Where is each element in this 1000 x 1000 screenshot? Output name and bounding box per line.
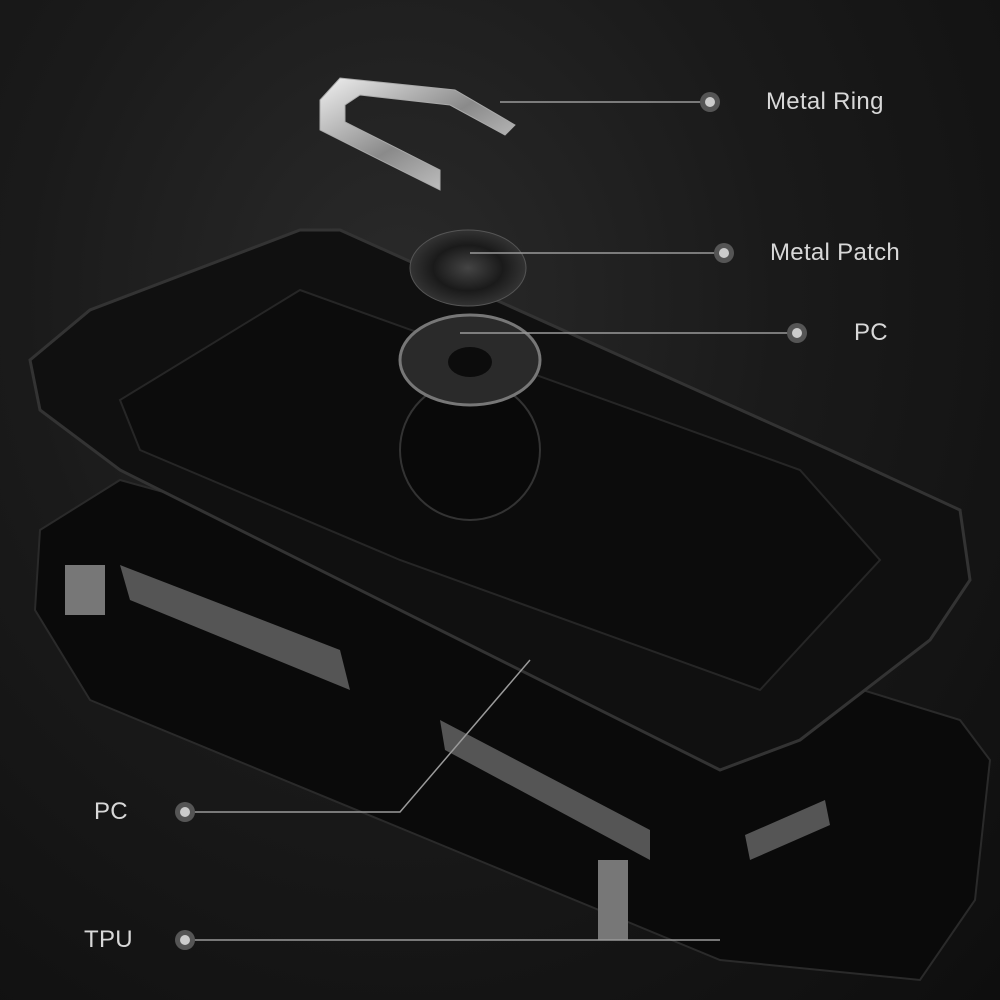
metal-patch [409, 229, 527, 307]
side-button [598, 860, 628, 940]
label-pc-frame: PC [94, 798, 128, 825]
grip-texture [120, 565, 830, 860]
callout-dots [175, 92, 807, 950]
pc-disc-hole [448, 347, 492, 377]
label-tpu: TPU [84, 926, 133, 953]
side-button [65, 565, 105, 615]
label-metal-ring: Metal Ring [766, 88, 884, 115]
metal-ring [319, 77, 516, 191]
leader-lines [187, 101, 795, 941]
label-pc-disc: PC [854, 319, 888, 346]
label-metal-patch: Metal Patch [770, 239, 901, 266]
